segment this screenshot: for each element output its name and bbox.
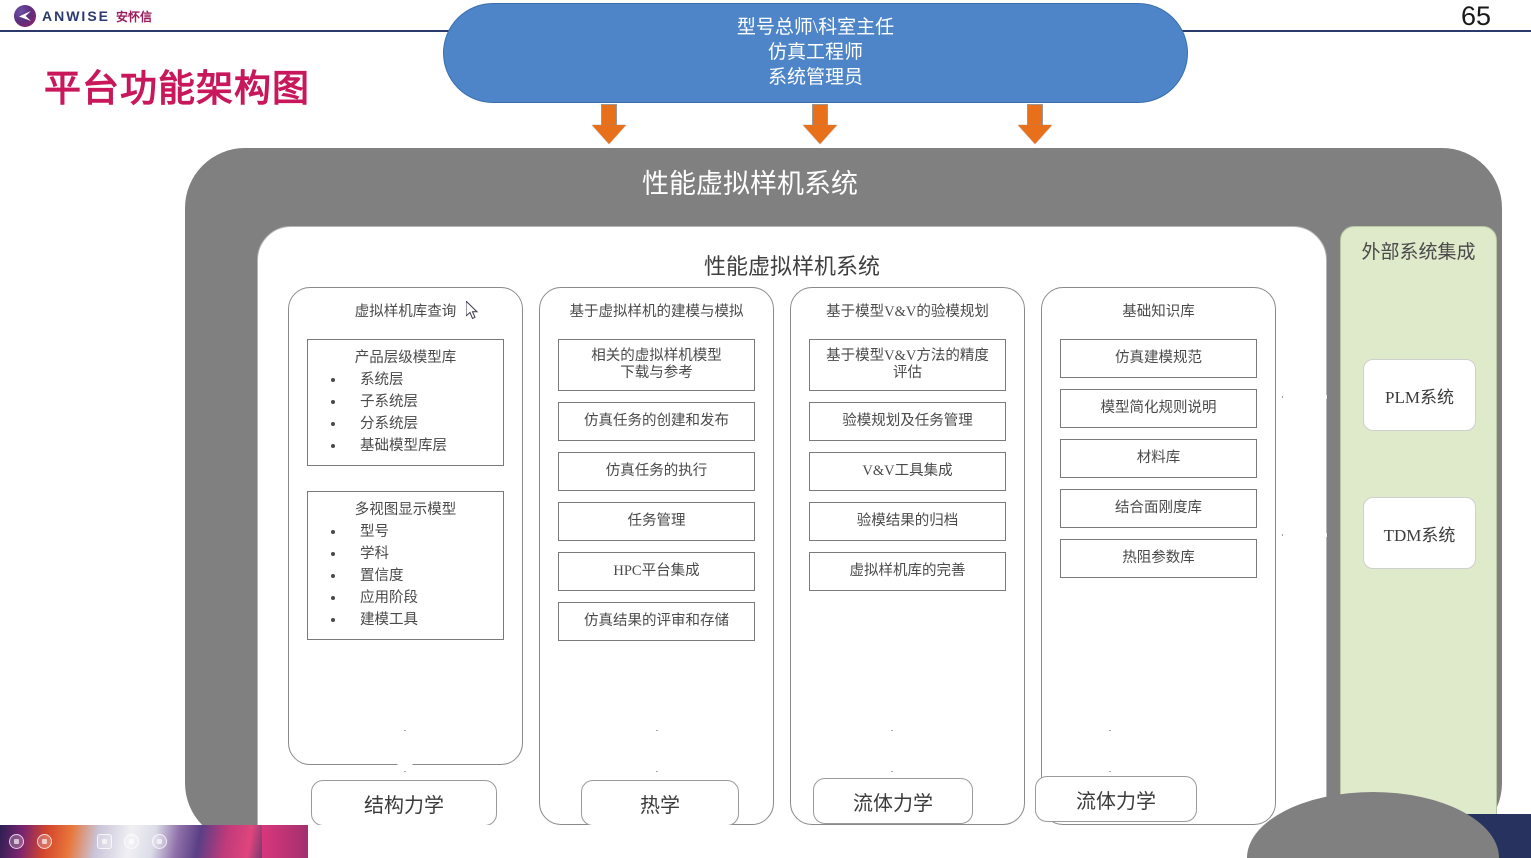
platform-title: 性能虚拟样机系统 [642,169,858,199]
list-item: 置信度 [346,565,499,587]
down-arrow-icon-2 [803,104,837,144]
link-arrow-icon-2 [644,730,670,772]
list-item: 子系统层 [346,391,499,413]
role-line-3: 系统管理员 [767,67,863,88]
item-box[interactable]: 虚拟样机库的完善 [809,552,1006,591]
taskbar-back-icon[interactable] [9,834,24,849]
function-columns: 虚拟样机库查询 产品层级模型库 系统层 子系统层 分系统层 基础模型库层 [258,287,1326,858]
list-item: 型号 [346,521,499,543]
virtual-prototype-panel: 性能虚拟样机系统 虚拟样机库查询 产品层级模型库 系统层 子系统层 分系统层 基… [257,226,1327,858]
item-box[interactable]: 热阻参数库 [1060,539,1257,578]
item-box[interactable]: 相关的虚拟样机模型下载与参考 [558,339,755,391]
item-box[interactable]: 结合面刚度库 [1060,489,1257,528]
anwise-logo-text: ANWISE [42,8,110,24]
mouse-cursor-icon [466,301,479,320]
exchange-arrow-icon-plm [1282,380,1328,414]
roles-banner: 型号总师\科室主任 仿真工程师 系统管理员 [443,3,1188,103]
column-header: 基于模型V&V的验模规划 [826,304,989,320]
page-number: 65 [1460,1,1491,31]
discipline-structural-mechanics[interactable]: 结构力学 [311,780,497,826]
column-model-vv-planning[interactable]: 基于模型V&V的验模规划 基于模型V&V方法的精度评估 验模规划及任务管理 V&… [790,287,1025,825]
external-systems-panel: 外部系统集成 PLM系统 TDM系统 [1340,226,1497,858]
list-box-title: 多视图显示模型 [354,502,457,518]
list-item: 基础模型库层 [346,435,499,457]
desktop-accent-sliver [262,825,308,858]
item-box[interactable]: 仿真任务的执行 [558,452,755,491]
list-item: 系统层 [346,369,499,391]
list-box-title: 产品层级模型库 [354,350,457,366]
column-header: 基础知识库 [1122,304,1195,320]
external-systems-title: 外部系统集成 [1361,242,1476,263]
list-box-product-hierarchy[interactable]: 产品层级模型库 系统层 子系统层 分系统层 基础模型库层 [307,339,504,466]
item-box[interactable]: 基于模型V&V方法的精度评估 [809,339,1006,391]
windows-taskbar[interactable] [0,825,295,858]
role-line-1: 型号总师\科室主任 [736,17,895,38]
column-knowledge-base[interactable]: 基础知识库 仿真建模规范 模型简化规则说明 材料库 结合面刚度库 热阻参数库 [1041,287,1276,825]
column-header: 虚拟样机库查询 [354,304,457,320]
down-arrow-icon-3 [1018,104,1052,144]
item-box[interactable]: 验模规划及任务管理 [809,402,1006,441]
item-box[interactable]: 验模结果的归档 [809,502,1006,541]
list-item: 建模工具 [346,609,499,631]
item-box[interactable]: 材料库 [1060,439,1257,478]
link-arrow-icon-1 [392,730,418,772]
search-icon[interactable] [124,834,139,849]
list-item: 分系统层 [346,413,499,435]
column-header: 基于虚拟样机的建模与模拟 [569,304,744,320]
chevron-down-icon[interactable] [152,834,167,849]
item-box[interactable]: 模型简化规则说明 [1060,389,1257,428]
list-box-multiview-model[interactable]: 多视图显示模型 型号 学科 置信度 应用阶段 建模工具 [307,491,504,640]
list-item: 应用阶段 [346,587,499,609]
item-box[interactable]: 仿真结果的评审和存储 [558,602,755,641]
anwise-logo-cn-text: 安怀信 [116,9,153,24]
anwise-logo-icon [14,5,36,27]
role-line-2: 仿真工程师 [767,42,863,63]
link-arrow-icon-4 [1097,730,1123,772]
external-system-tdm[interactable]: TDM系统 [1363,497,1476,569]
item-box[interactable]: 仿真任务的创建和发布 [558,402,755,441]
item-box[interactable]: 任务管理 [558,502,755,541]
discipline-fluid-mechanics-1[interactable]: 流体力学 [813,778,973,824]
item-box[interactable]: HPC平台集成 [558,552,755,591]
exchange-arrow-icon-tdm [1282,518,1328,552]
down-arrow-icon-1 [592,104,626,144]
column-virtual-prototype-query[interactable]: 虚拟样机库查询 产品层级模型库 系统层 子系统层 分系统层 基础模型库层 [288,287,523,765]
item-box[interactable]: V&V工具集成 [809,452,1006,491]
taskbar-forward-icon[interactable] [37,834,52,849]
list-item: 学科 [346,543,499,565]
discipline-thermal[interactable]: 热学 [581,780,739,826]
external-system-plm[interactable]: PLM系统 [1363,359,1476,431]
item-box[interactable]: 仿真建模规范 [1060,339,1257,378]
discipline-fluid-mechanics-2[interactable]: 流体力学 [1035,776,1197,822]
platform-container: 性能虚拟样机系统 性能虚拟样机系统 虚拟样机库查询 产品层级模型库 系统层 子系… [185,148,1502,858]
virtual-prototype-title: 性能虚拟样机系统 [703,254,880,279]
link-arrow-icon-3 [879,730,905,772]
anwise-logo: ANWISE 安怀信 [14,4,152,28]
taskbar-app-icon[interactable] [97,834,112,849]
page-title: 平台功能架构图 [44,68,310,109]
